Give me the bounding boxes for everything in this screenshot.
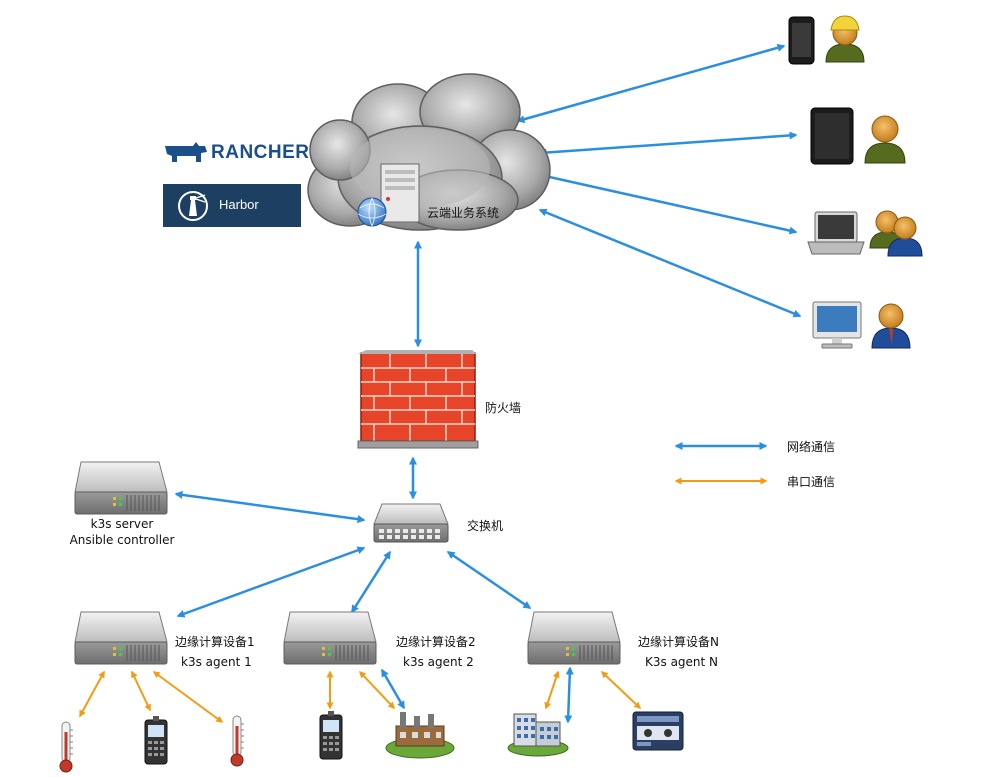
user-group-icon — [869, 210, 923, 257]
serial-edgeN-panel — [600, 670, 642, 710]
serial-links — [79, 477, 768, 723]
edgeN-agent-label: K3s agent N — [645, 655, 719, 669]
lighthouse-icon — [178, 191, 208, 221]
edge1-name-label: 边缘计算设备1 — [175, 635, 255, 649]
link-switch-edge2 — [350, 550, 392, 614]
rancher-cow-icon — [165, 142, 207, 162]
legend-serial-label: 串口通信 — [787, 475, 836, 489]
switch-label: 交换机 — [467, 519, 504, 533]
serial-edgeN-building — [544, 670, 560, 710]
link-cloud-monitor — [538, 208, 802, 318]
edge2-name-label: 边缘计算设备2 — [396, 635, 476, 649]
handheld-terminal-icon — [319, 710, 343, 760]
rancher-logo: RANCHER — [163, 139, 313, 167]
firewall-label: 防火墙 — [485, 401, 522, 415]
edge2-agent-label: k3s agent 2 — [403, 655, 474, 669]
link-switch-edge1 — [176, 546, 366, 618]
serial-edge1-thermo1 — [79, 670, 105, 718]
tablet-icon — [810, 107, 854, 165]
link-edge2-factory — [380, 668, 406, 710]
control-panel-icon — [632, 711, 684, 751]
link-switch-edgeN — [446, 550, 532, 610]
edgeN-name-label: 边缘计算设备N — [638, 635, 719, 649]
link-cloud-tablet — [538, 131, 798, 157]
thermometer-icon — [230, 715, 245, 767]
rancher-wordmark: RANCHER — [211, 142, 310, 163]
serial-edge2-factory — [358, 670, 396, 710]
user-avatar-icon — [871, 303, 911, 349]
link-cloud-phone — [516, 43, 786, 124]
harbor-wordmark: Harbor — [219, 197, 259, 212]
cloud-label: 云端业务系统 — [427, 206, 500, 220]
serial-edge1-handheld — [131, 670, 151, 712]
factory-icon — [385, 712, 455, 759]
legend-network-label: 网络通信 — [787, 440, 836, 454]
brick-wall-icon — [357, 350, 479, 449]
handheld-terminal-icon — [144, 715, 168, 765]
edge1-server-icon — [74, 611, 168, 665]
link-edgeN-building — [564, 666, 574, 724]
edge1-agent-label: k3s agent 1 — [181, 655, 252, 669]
network-switch-icon — [373, 503, 449, 543]
serial-edge1-thermo2 — [152, 671, 224, 723]
cloud-server-icon — [307, 73, 551, 231]
edge2-server-icon — [283, 611, 377, 665]
office-building-icon — [507, 713, 569, 757]
desktop-monitor-icon — [812, 301, 862, 349]
link-switch-server — [174, 490, 366, 524]
k3s-server-label: k3s server — [90, 517, 154, 531]
ansible-controller-label: Ansible controller — [69, 533, 175, 547]
user-avatar-icon — [825, 15, 865, 63]
harbor-logo: Harbor — [163, 184, 301, 227]
edgeN-server-icon — [527, 611, 621, 665]
k3s-server-icon — [74, 461, 168, 515]
smartphone-icon — [788, 16, 815, 65]
thermometer-icon — [59, 721, 74, 773]
laptop-icon — [807, 211, 865, 255]
user-avatar-icon — [864, 115, 906, 164]
